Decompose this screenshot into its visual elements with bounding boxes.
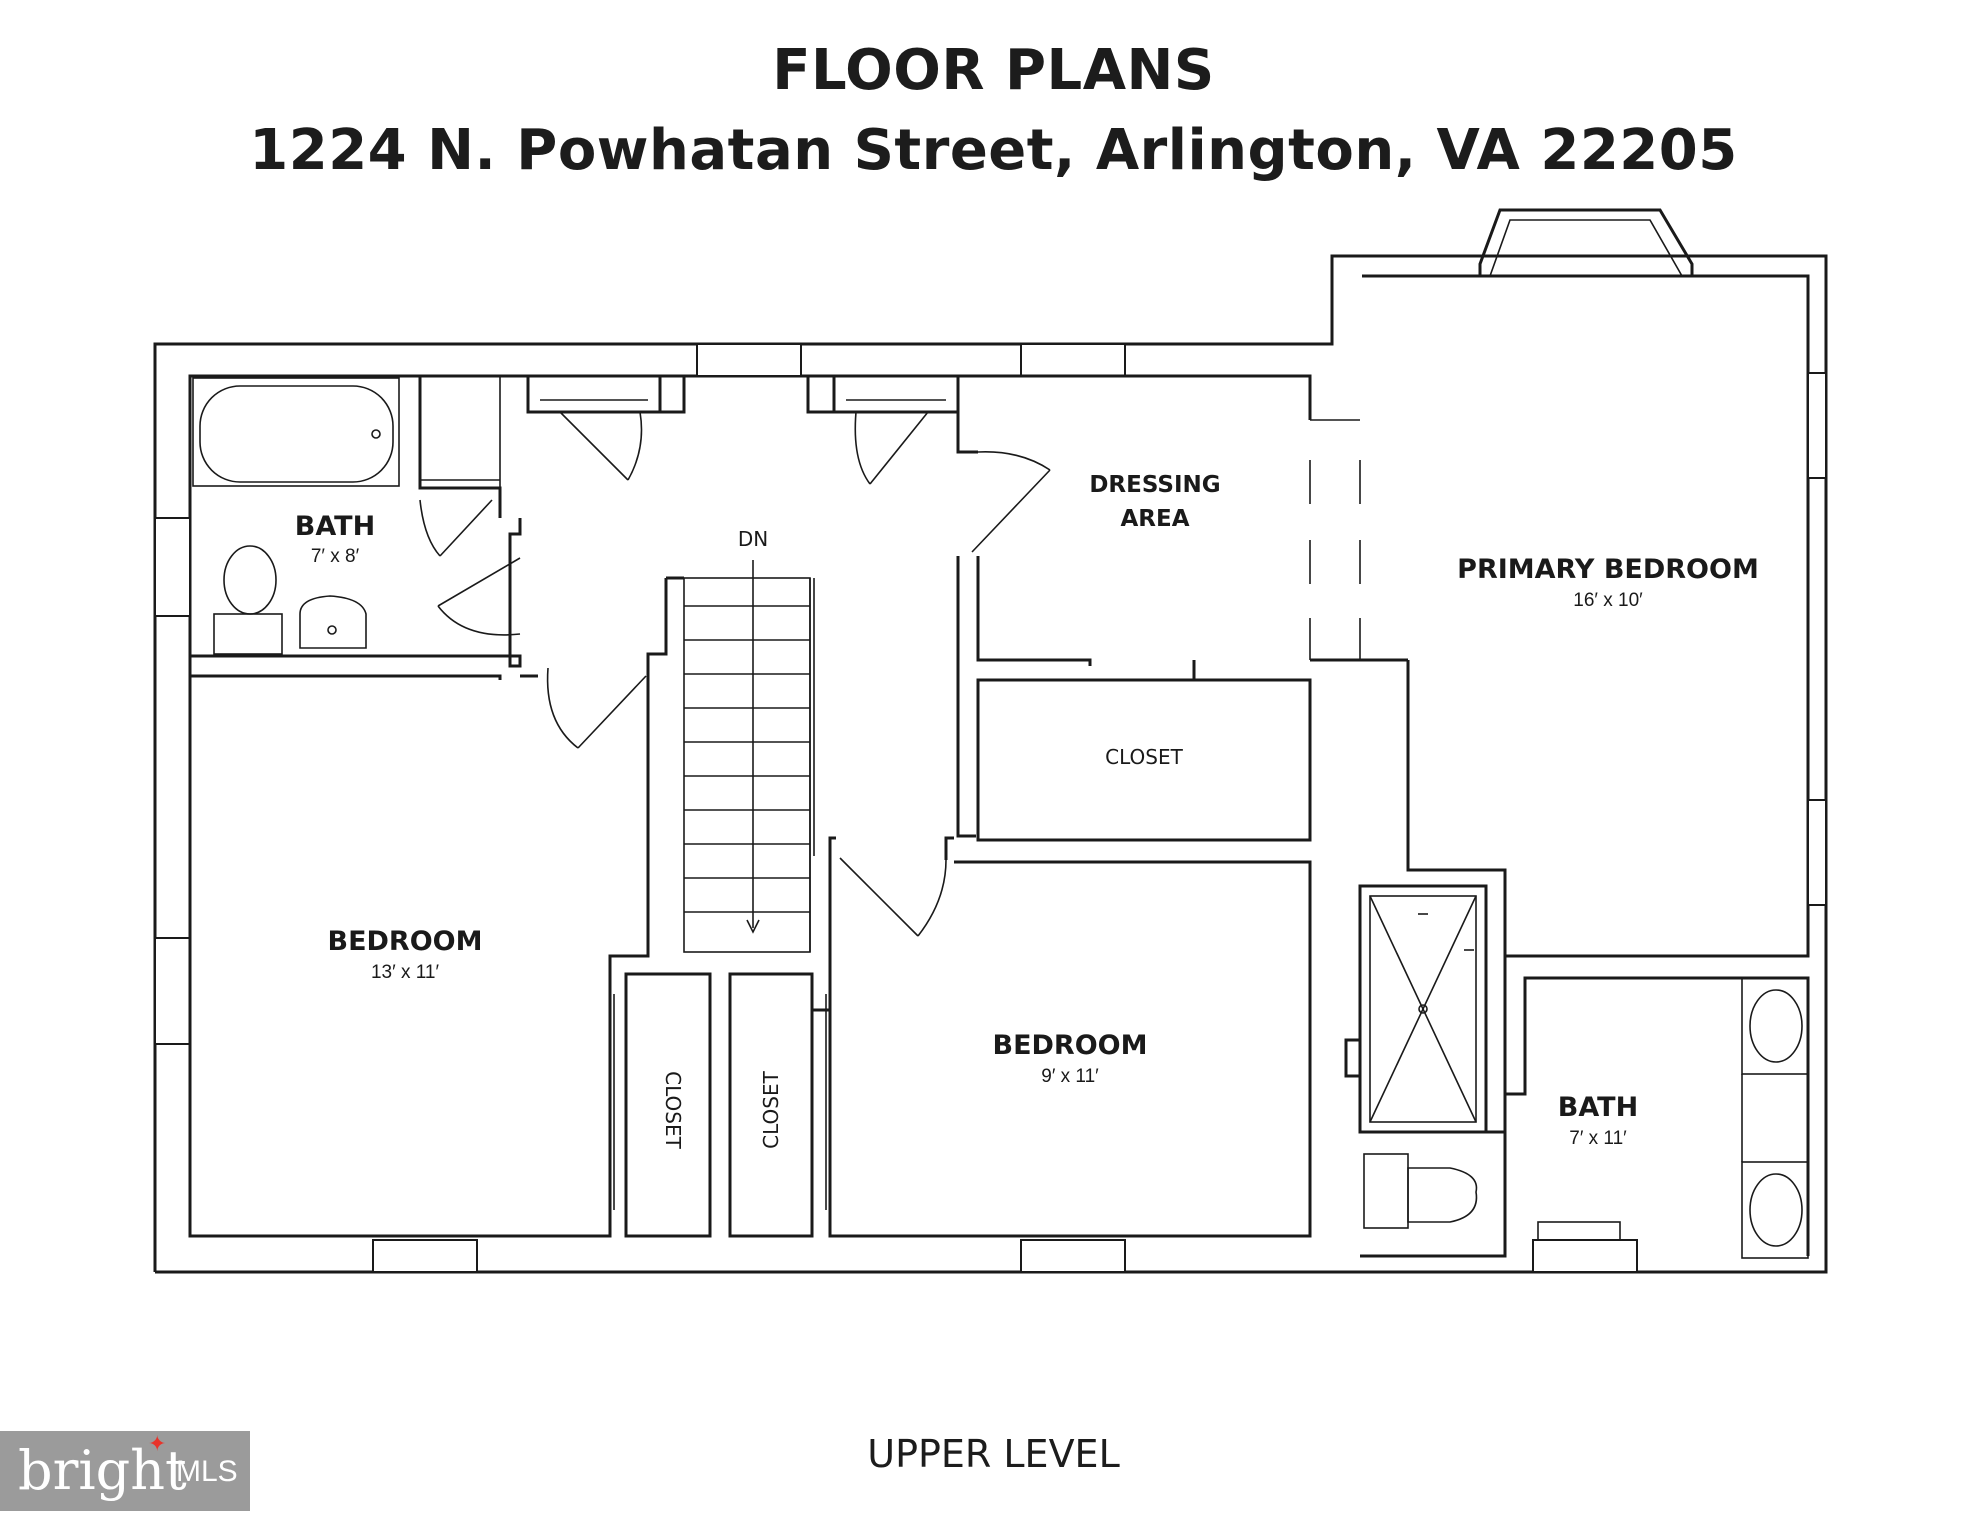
dressing-area-label-line2: AREA	[1120, 506, 1189, 532]
closet-a-label: CLOSET	[661, 1071, 685, 1149]
primary-bedroom	[1406, 660, 1507, 956]
bath-1	[190, 375, 522, 668]
logo-suffix: MLS	[176, 1455, 238, 1488]
closet-main-label: CLOSET	[1105, 745, 1183, 769]
primary-bedroom-label: PRIMARY BEDROOM	[1457, 554, 1759, 585]
bath-2-dimensions: 7′ x 11′	[1569, 1128, 1627, 1149]
bedroom-1	[188, 674, 628, 1238]
hall-doors	[437, 451, 1051, 937]
bright-mls-logo: bright ✦ MLS	[0, 1431, 250, 1511]
dressing-area	[956, 374, 1408, 842]
bath-1-dimensions: 7′ x 8′	[311, 546, 360, 567]
bath-2-label: BATH	[1558, 1092, 1638, 1123]
bedroom-2-label: BEDROOM	[993, 1030, 1148, 1061]
windows	[154, 208, 1827, 1273]
bath-1-label: BATH	[295, 511, 375, 542]
hall-closets	[613, 972, 832, 1238]
closet-b-label: CLOSET	[759, 1070, 783, 1148]
dressing-area-label-line1: DRESSING	[1089, 472, 1220, 498]
bedroom-2-dimensions: 9′ x 11′	[1041, 1066, 1099, 1087]
stairs-down-label: DN	[738, 527, 768, 551]
property-address: 1224 N. Powhatan Street, Arlington, VA 2…	[249, 118, 1738, 183]
bedroom-1-dimensions: 13′ x 11′	[371, 962, 439, 983]
logo-wordmark: bright	[18, 1439, 187, 1502]
bedroom-2	[828, 836, 1312, 1238]
logo-spark-icon: ✦	[148, 1431, 167, 1456]
level-label: UPPER LEVEL	[867, 1432, 1120, 1476]
bedroom-1-label: BEDROOM	[328, 926, 483, 957]
primary-bedroom-dimensions: 16′ x 10′	[1573, 590, 1643, 611]
page-title: FLOOR PLANS	[772, 38, 1215, 103]
bath-2	[1344, 884, 1810, 1259]
hall-linen-closets	[526, 374, 960, 485]
staircase	[612, 560, 815, 958]
